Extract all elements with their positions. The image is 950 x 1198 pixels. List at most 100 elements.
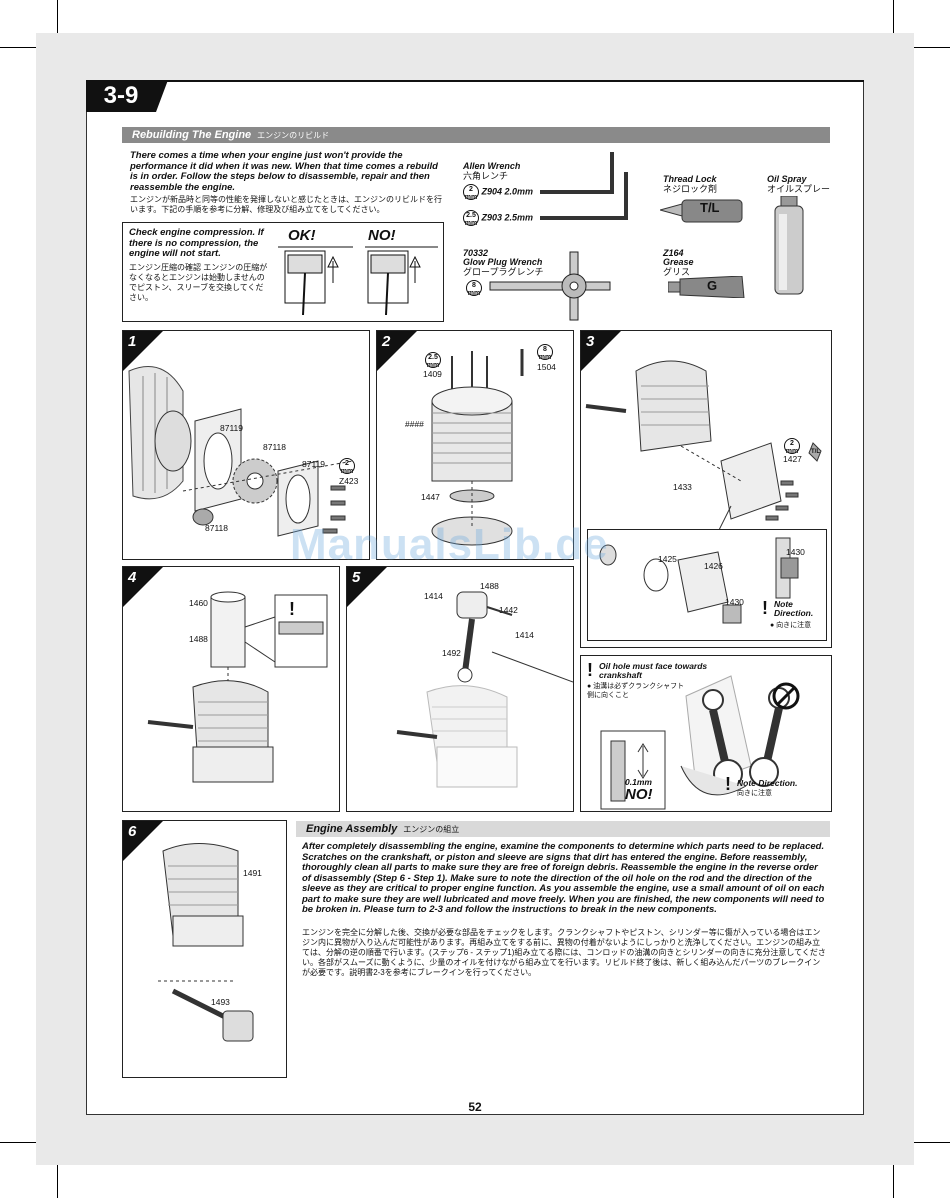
watermark: ManualsLib.de (290, 520, 609, 569)
size-2mm-icon: 2 mm (339, 457, 355, 475)
crop-mark (0, 1142, 36, 1143)
step-3-part-label: 1425 (658, 554, 677, 564)
step-3-part-label: 1433 (673, 482, 692, 492)
size-25mm-icon: 2.5 mm (463, 210, 479, 227)
grease-mark: G (707, 278, 718, 293)
step-4-badge: 4 (123, 567, 163, 607)
rebuild-title-ja: エンジンのリビルド (257, 131, 330, 140)
rebuild-intro: There comes a time when your engine just… (130, 150, 438, 193)
step-2-part-label: 1409 (423, 369, 442, 379)
step-5-number: 5 (352, 569, 361, 586)
note-direction-ja: 向きに注意 (737, 790, 772, 797)
caution-icon: ! (762, 598, 768, 618)
compression-text-ja: エンジン圧縮の確認 エンジンの圧縮がなくなるとエンジンは始動しませんのでピストン… (129, 263, 268, 302)
no-label: NO! (368, 227, 396, 244)
grease-tube-icon (668, 276, 745, 298)
note-direction-text: Note Direction. (737, 778, 798, 788)
size-25mm-icon: 2.5 mm (425, 351, 441, 369)
step-5-part-label: 1414 (424, 591, 443, 601)
step-2-number: 2 (382, 333, 391, 350)
step-5-part-label: 1488 (480, 581, 499, 591)
oil-spray-can-icon (774, 196, 804, 295)
crop-mark (893, 1165, 894, 1198)
ok-label: OK! (288, 227, 316, 244)
step-5-part-label: 1414 (515, 630, 534, 640)
oil-hole-diagram (600, 675, 800, 810)
size-8mm-icon: 8 mm (537, 343, 553, 361)
caution-icon: ! (587, 660, 593, 680)
assembly-text: After completely disassembling the engin… (302, 841, 825, 915)
crop-mark (0, 47, 36, 48)
step-3-tool-size: 2 mm (784, 437, 800, 455)
step-2-tool-size-b: 8 mm (537, 343, 553, 361)
step-1-tool-size: 2 mm (339, 457, 355, 475)
allen-wrench-title: Allen Wrench (463, 161, 521, 171)
page-number: 52 (468, 1100, 482, 1114)
oil-hole-text-ja: ● 油溝は必ずクランクシャフト側に向くこと (587, 683, 685, 699)
allen-wrench-icon (540, 152, 628, 220)
step-5-badge: 5 (347, 567, 387, 607)
oil-hole-text: Oil hole must face towards crankshaft (599, 661, 708, 680)
step-4-part-label: 1460 (189, 598, 208, 608)
size-2mm-icon: 2 mm (784, 437, 800, 455)
crop-mark (893, 0, 894, 33)
z904-label: Z904 2.0mm (481, 186, 534, 197)
step-3-panel: 3 2 mm T/L 1427 1433 1425 1426 1430 1430… (580, 330, 832, 648)
thread-lock-icon (660, 199, 743, 223)
step-4-number: 4 (128, 569, 137, 586)
step-6-number: 6 (128, 823, 137, 840)
step-2-part-label: 1504 (537, 362, 556, 372)
step-5-panel: 5 1488 1414 1442 1414 1492 (346, 566, 574, 812)
oil-spray-ja: オイルスプレー (767, 184, 831, 194)
step-6-part-label: 1491 (243, 868, 262, 878)
crop-mark (914, 1142, 950, 1143)
allen-wrench-ja: 六角レンチ (463, 171, 509, 181)
no-label: NO! (625, 786, 653, 803)
size-2mm-icon: 2 mm (463, 184, 479, 201)
step-6-diagram (158, 843, 254, 1042)
step-5-diagram (396, 591, 573, 788)
allen-wrench-2mm: 2 mm Z904 2.0mm (463, 184, 534, 201)
size-8mm-icon: 8 mm (466, 280, 482, 297)
step-3-engine-diagram (585, 360, 822, 531)
step-2-diagram (431, 349, 524, 546)
note-direction-text: Note Direction. (774, 599, 814, 618)
step-3-part-label: 1427 (783, 454, 802, 464)
step-4-part-label: 1488 (189, 634, 208, 644)
assembly-text-ja: エンジンを完全に分解した後、交換が必要な部品をチェックをします。クランクシャフト… (302, 928, 826, 977)
step-1-panel: 1 87119 87118 87119 Z423 87118 2 mm (122, 330, 370, 560)
crop-mark (914, 47, 950, 48)
gap-label: 0.1mm (625, 777, 652, 787)
thread-lock-ja: ネジロック剤 (663, 184, 718, 194)
note-direction-ja: ● 向きに注意 (770, 622, 812, 629)
thread-lock-mark: T/L (700, 200, 720, 215)
step-1-badge: 1 (123, 331, 163, 371)
assembly-title: Engine Assembly (306, 823, 398, 835)
step-6-panel: 6 1491 1493 (122, 820, 287, 1078)
grease-ja: グリス (663, 267, 691, 277)
step-3-number: 3 (586, 333, 595, 350)
step-6-part-label: 1493 (211, 997, 230, 1007)
step-2-panel: 2 2.5 mm 8 mm 1409 1504 #### 1447 (376, 330, 574, 560)
section-number: 3-9 (86, 80, 168, 112)
step-1-part-label: 87119 (302, 459, 326, 469)
step-1-diagram (128, 366, 354, 537)
step-3-badge: 3 (581, 331, 621, 371)
step-1-part-label: 87119 (220, 423, 244, 433)
rebuild-intro-ja: エンジンが新品時と同等の性能を発揮しないと感じたときは、エンジンのリビルドを行い… (130, 195, 442, 214)
step-4-panel: 4 1460 1488 ! (122, 566, 340, 812)
step-5-part-label: 1492 (442, 648, 461, 658)
caution-icon: ! (289, 599, 295, 619)
crop-mark (57, 0, 58, 33)
step-2-tool-size-a: 2.5 mm (425, 351, 441, 369)
grease-title: Grease (663, 257, 694, 267)
grease-part: Z164 (663, 248, 684, 258)
step-3-part-label: 1430 (786, 547, 805, 557)
glow-plug-wrench-part: 70332 (463, 248, 489, 258)
rebuild-title: Rebuilding The Engine (132, 129, 252, 141)
assembly-title-ja: エンジンの組立 (403, 825, 460, 834)
step-1-part-label: 87118 (205, 523, 229, 533)
top-rule (156, 80, 864, 82)
compression-diagram (278, 246, 438, 316)
glow-plug-wrench-ja: グロープラグレンチ (463, 267, 544, 277)
